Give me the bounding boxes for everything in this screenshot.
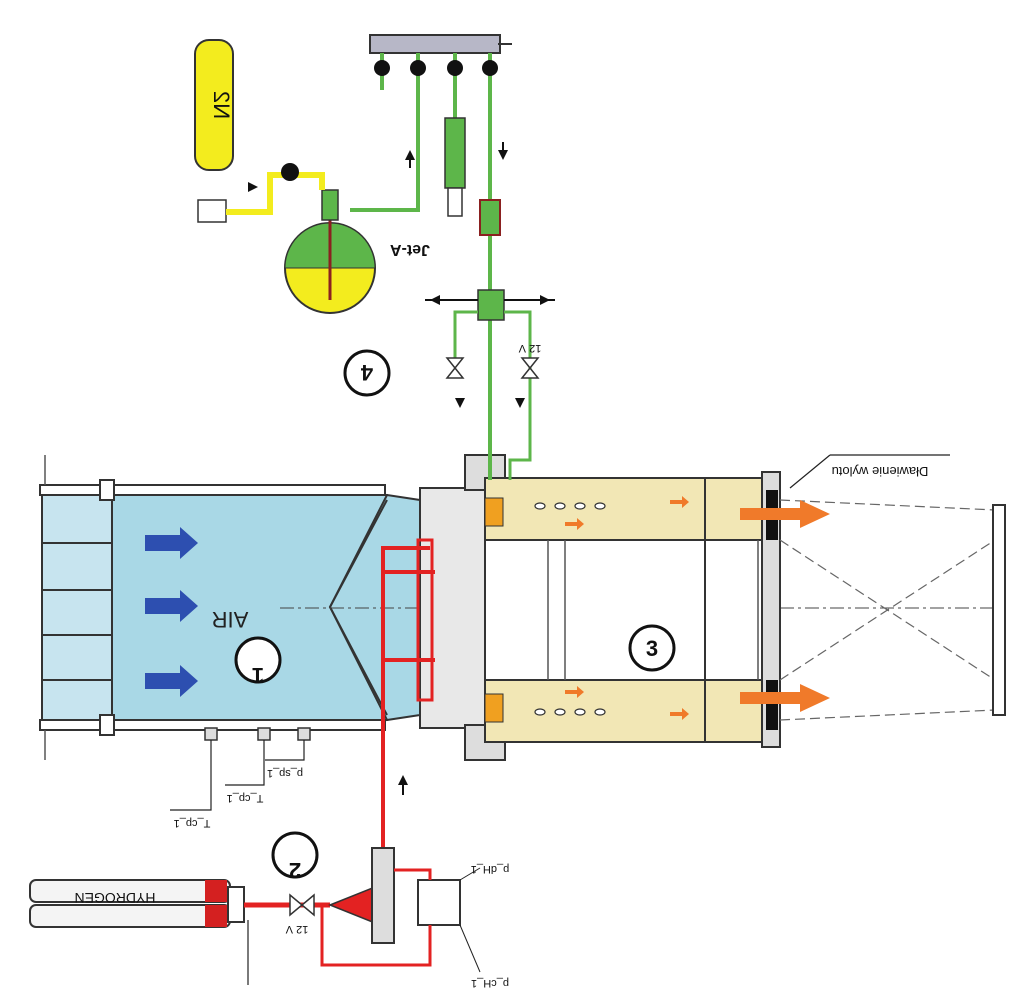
svg-text:2: 2	[289, 858, 301, 883]
svg-text:1: 1	[252, 663, 264, 688]
exhaust-arrow	[740, 684, 830, 712]
nitrogen-bottle	[194, 39, 234, 171]
air-flow-arrows	[145, 527, 198, 697]
fuel-manifold	[369, 34, 501, 54]
air-label: AIR	[212, 607, 249, 632]
p-ch-label: p_cH_1	[471, 977, 509, 989]
air-flow-arrow	[145, 527, 198, 559]
svg-text:4: 4	[360, 360, 373, 385]
exhaust-arrow	[740, 500, 830, 528]
marker-4: 4	[343, 349, 391, 397]
svg-text:3: 3	[646, 636, 658, 661]
fuel-sight-glass	[444, 117, 466, 189]
fuel-filter	[479, 199, 501, 236]
t-cp-label-2: T_cp_1	[227, 792, 264, 804]
fuel-valve	[520, 357, 540, 370]
jet-a-label: Jet-A	[390, 241, 430, 258]
exhaust-throttling-label: Dławienie wylotu	[832, 464, 929, 479]
chamber-liner-bottom	[484, 679, 776, 743]
air-flow-arrow	[145, 665, 198, 697]
hydrogen-label: HYDROGEN	[75, 890, 156, 906]
fuel-system	[284, 34, 555, 480]
nitrogen-system	[194, 39, 325, 223]
pressure-sensor-box	[417, 879, 461, 926]
inlet-section	[39, 455, 1000, 760]
p-sp-label: p_sp_1	[267, 767, 303, 779]
chamber-liner-top	[484, 477, 776, 541]
exhaust-nozzle	[779, 499, 996, 721]
exhaust-flange	[761, 471, 781, 748]
chamber-core	[484, 539, 776, 681]
voltage-label-h2: 12 V	[285, 923, 308, 935]
markers: 1 2 3 4	[234, 349, 676, 883]
voltage-label-fuel: 12 V	[518, 342, 541, 354]
combustor	[419, 454, 1006, 761]
hydrogen-bottle	[29, 904, 231, 928]
sensor-leaders	[170, 740, 305, 811]
hydrogen-system	[29, 538, 481, 985]
marker-2: 2	[271, 831, 319, 883]
marker-1: 1	[234, 636, 282, 688]
hydrogen-valve	[289, 893, 304, 917]
injector-block	[419, 487, 486, 729]
fuel-pump	[477, 289, 505, 321]
inlet-honeycomb	[41, 494, 113, 721]
nitrogen-label: N2	[209, 91, 234, 119]
t-cp-label: T_cp_1	[174, 817, 211, 829]
marker-3: 3	[628, 624, 676, 672]
p-dh-label: p_dH_1	[471, 863, 510, 875]
air-flow-arrow	[145, 590, 198, 622]
